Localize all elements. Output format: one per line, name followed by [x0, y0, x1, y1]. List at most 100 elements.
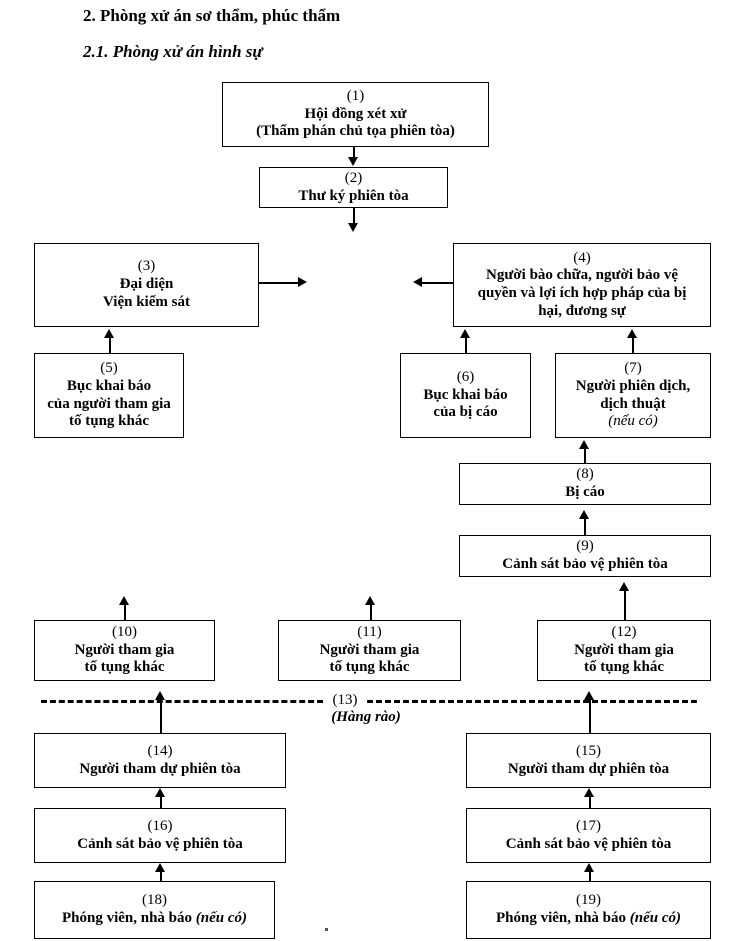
arrow-6-to-4	[460, 329, 470, 338]
connector-18-to-16	[160, 872, 162, 881]
node-11-nguoi-tham-gia-to-tung[interactable]: (11) Người tham gia tố tụng khác	[278, 620, 461, 681]
node-18-phong-vien-nha-bao[interactable]: (18) Phóng viên, nhà báo (nếu có)	[34, 881, 275, 939]
node-12-label-line-2: tố tụng khác	[583, 659, 665, 676]
arrow-9-to-8	[579, 510, 589, 519]
node-1-hoi-dong-xet-xu[interactable]: (1) Hội đồng xét xử (Thẩm phán chủ tọa p…	[222, 82, 489, 147]
connector-5-to-3	[109, 338, 111, 353]
node-4-number: (4)	[573, 249, 591, 266]
node-3-label-line-2: Viện kiểm sát	[103, 293, 190, 310]
node-11-number: (11)	[357, 623, 382, 640]
node-9-canh-sat-bao-ve[interactable]: (9) Cảnh sát bảo vệ phiên tòa	[459, 535, 711, 577]
node-17-label: Cảnh sát bảo vệ phiên tòa	[505, 835, 672, 852]
node-12-number: (12)	[611, 623, 637, 640]
node-18-label-text: Phóng viên, nhà báo	[61, 910, 193, 926]
node-9-number: (9)	[576, 538, 594, 555]
node-4-label-line-2: quyền và lợi ích hợp pháp của bị	[477, 285, 687, 301]
node-16-number: (16)	[147, 817, 173, 834]
node-3-label-line-1: Đại diện	[119, 276, 174, 293]
node-1-number: (1)	[346, 87, 365, 104]
node-11-label-line-2: tố tụng khác	[329, 659, 410, 676]
node-5-label-line-2: của người tham gia	[47, 395, 171, 412]
node-19-label: Phóng viên, nhà báo (nếu có)	[496, 910, 681, 928]
fence-line-right	[367, 700, 697, 703]
fence-caption: (Hàng rào)	[331, 709, 401, 725]
node-7-number: (7)	[624, 360, 642, 377]
connector-1-to-2	[353, 147, 355, 159]
connector-10-up	[124, 605, 126, 620]
node-16-label: Cảnh sát bảo vệ phiên tòa	[77, 835, 243, 852]
arrow-17-to-15	[584, 788, 594, 797]
node-6-label-line-1: Bục khai báo	[423, 386, 508, 403]
node-10-nguoi-tham-gia-to-tung[interactable]: (10) Người tham gia tố tụng khác	[34, 620, 215, 681]
arrow-8-to-7	[579, 440, 589, 449]
node-16-canh-sat-bao-ve[interactable]: (16) Cảnh sát bảo vệ phiên tòa	[34, 808, 286, 863]
node-6-buc-khai-bao-bi-cao[interactable]: (6) Bục khai báo của bị cáo	[400, 353, 531, 438]
connector-16-to-14	[160, 797, 162, 808]
node-7-optional-note: (nếu có)	[608, 413, 658, 430]
arrow-16-to-14	[155, 788, 165, 797]
node-8-bi-cao[interactable]: (8) Bị cáo	[459, 463, 711, 505]
connector-6-to-4	[465, 338, 467, 353]
node-15-number: (15)	[576, 742, 601, 759]
node-11-label-line-1: Người tham gia	[319, 641, 420, 658]
arrow-11-up	[365, 596, 375, 605]
node-19-phong-vien-nha-bao[interactable]: (19) Phóng viên, nhà báo (nếu có)	[466, 881, 711, 939]
node-4-label-line-1: Người bào chữa, người bảo vệ	[486, 267, 678, 284]
node-10-label-line-2: tố tụng khác	[84, 659, 165, 676]
node-4-label-line-3: hại, đương sự	[538, 302, 626, 319]
node-3-dai-dien-vien-kiem-sat[interactable]: (3) Đại diện Viện kiểm sát	[34, 243, 259, 327]
node-7-label-line-1: Người phiên dịch,	[575, 377, 691, 394]
node-6-number: (6)	[456, 368, 475, 385]
node-14-label: Người tham dự phiên tòa	[79, 760, 241, 777]
node-7-nguoi-phien-dich[interactable]: (7) Người phiên dịch, dịch thuật (nếu có…	[555, 353, 711, 438]
arrow-5-to-3	[104, 329, 114, 338]
stray-mark	[325, 928, 328, 931]
node-2-thu-ky-phien-toa[interactable]: (2) Thư ký phiên tòa	[259, 167, 448, 208]
connector-19-to-17	[589, 872, 591, 881]
node-10-label-line-1: Người tham gia	[74, 641, 175, 658]
arrow-18-to-16	[155, 863, 165, 872]
connector-9-to-8	[584, 519, 586, 535]
node-5-number: (5)	[100, 360, 118, 377]
fence-line-left	[41, 700, 323, 703]
arrow-4-left	[413, 277, 422, 287]
node-19-label-text: Phóng viên, nhà báo	[495, 910, 627, 926]
node-18-number: (18)	[142, 892, 167, 909]
node-14-number: (14)	[147, 742, 173, 759]
arrow-15-up	[584, 691, 594, 700]
node-19-number: (19)	[576, 892, 601, 909]
node-6-label-line-2: của bị cáo	[433, 404, 498, 421]
connector-2-down	[353, 208, 355, 225]
connector-14-up	[160, 700, 162, 733]
section-title: 2.1. Phòng xử án hình sự	[83, 42, 263, 61]
fence-number: (13)	[323, 692, 367, 709]
node-5-label-line-3: tố tụng khác	[68, 413, 150, 430]
node-5-buc-khai-bao-nguoi-tham-gia[interactable]: (5) Bục khai báo của người tham gia tố t…	[34, 353, 184, 438]
connector-7-to-4	[632, 338, 634, 353]
arrow-12-to-9	[619, 582, 629, 591]
node-17-number: (17)	[576, 817, 601, 834]
node-1-label-line-1: Hội đồng xét xử	[304, 105, 407, 122]
connector-11-up	[370, 605, 372, 620]
node-9-label: Cảnh sát bảo vệ phiên tòa	[502, 556, 668, 572]
node-4-nguoi-bao-chua[interactable]: (4) Người bào chữa, người bảo vệ quyền v…	[453, 243, 711, 327]
node-12-label-line-1: Người tham gia	[574, 641, 674, 658]
node-12-nguoi-tham-gia-to-tung[interactable]: (12) Người tham gia tố tụng khác	[537, 620, 711, 681]
node-14-nguoi-tham-du-phien-toa[interactable]: (14) Người tham dự phiên tòa	[34, 733, 286, 788]
arrow-1-to-2	[348, 157, 358, 166]
arrow-19-to-17	[584, 863, 594, 872]
page-title: 2. Phòng xử án sơ thẩm, phúc thẩm	[83, 6, 341, 25]
connector-8-to-7	[584, 449, 586, 463]
node-2-number: (2)	[344, 169, 363, 186]
node-17-canh-sat-bao-ve[interactable]: (17) Cảnh sát bảo vệ phiên tòa	[466, 808, 711, 863]
connector-15-up	[589, 700, 591, 733]
connector-17-to-15	[589, 797, 591, 808]
node-5-label-line-1: Bục khai báo	[66, 377, 152, 394]
node-18-label: Phóng viên, nhà báo (nếu có)	[62, 910, 247, 928]
arrow-10-up	[119, 596, 129, 605]
node-8-label: Bị cáo	[565, 484, 605, 500]
node-2-label: Thư ký phiên tòa	[298, 187, 409, 204]
node-19-optional-note: (nếu có)	[629, 910, 682, 926]
node-15-nguoi-tham-du-phien-toa[interactable]: (15) Người tham dự phiên tòa	[466, 733, 711, 788]
